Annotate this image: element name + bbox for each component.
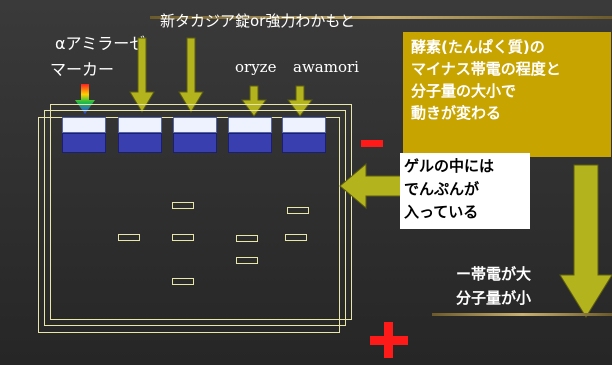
top-divider <box>150 16 612 19</box>
marker-arrow-icon <box>75 84 95 114</box>
gel-frame-back <box>50 104 352 320</box>
bottom-divider <box>432 313 612 316</box>
enzyme-note-line: 動きが変わる <box>411 104 502 122</box>
gel-band <box>172 202 194 209</box>
gel-note: ゲルの中には でんぷんが 入っている <box>400 153 530 229</box>
migration-arrow-icon <box>559 164 612 318</box>
charge-note-line: 分子量が小 <box>456 289 532 307</box>
enzyme-note: 酵素(たんぱく質)の マイナス帯電の程度と 分子量の大小で 動きが変わる <box>403 32 611 157</box>
gel-band <box>172 278 194 285</box>
gel-band <box>172 234 194 241</box>
gel-note-line: でんぷんが <box>404 180 480 198</box>
title-fragment: 新タカジア錠or強力わかもと <box>160 12 356 30</box>
amylase-label: αアミラーゼ <box>55 34 146 53</box>
gel-band <box>287 207 309 214</box>
gel-band <box>236 257 258 264</box>
marker-label: マーカー <box>50 60 115 79</box>
minus-sign <box>361 140 383 147</box>
gel-band <box>285 234 307 241</box>
enzyme-note-line: 酵素(たんぱく質)の <box>411 38 545 56</box>
awamori-label: awamori <box>293 58 359 76</box>
gel-band <box>118 234 140 241</box>
gel-note-line: ゲルの中には <box>404 157 495 175</box>
charge-note-line: ー帯電が大 <box>456 265 532 283</box>
enzyme-note-line: 分子量の大小で <box>411 82 517 100</box>
enzyme-note-line: マイナス帯電の程度と <box>411 60 561 78</box>
gel-note-line: 入っている <box>404 203 479 221</box>
gel-band <box>236 235 258 242</box>
gel-frame-mid <box>44 110 346 326</box>
oryze-label: oryze <box>235 58 277 76</box>
plus-sign-icon <box>370 322 408 358</box>
